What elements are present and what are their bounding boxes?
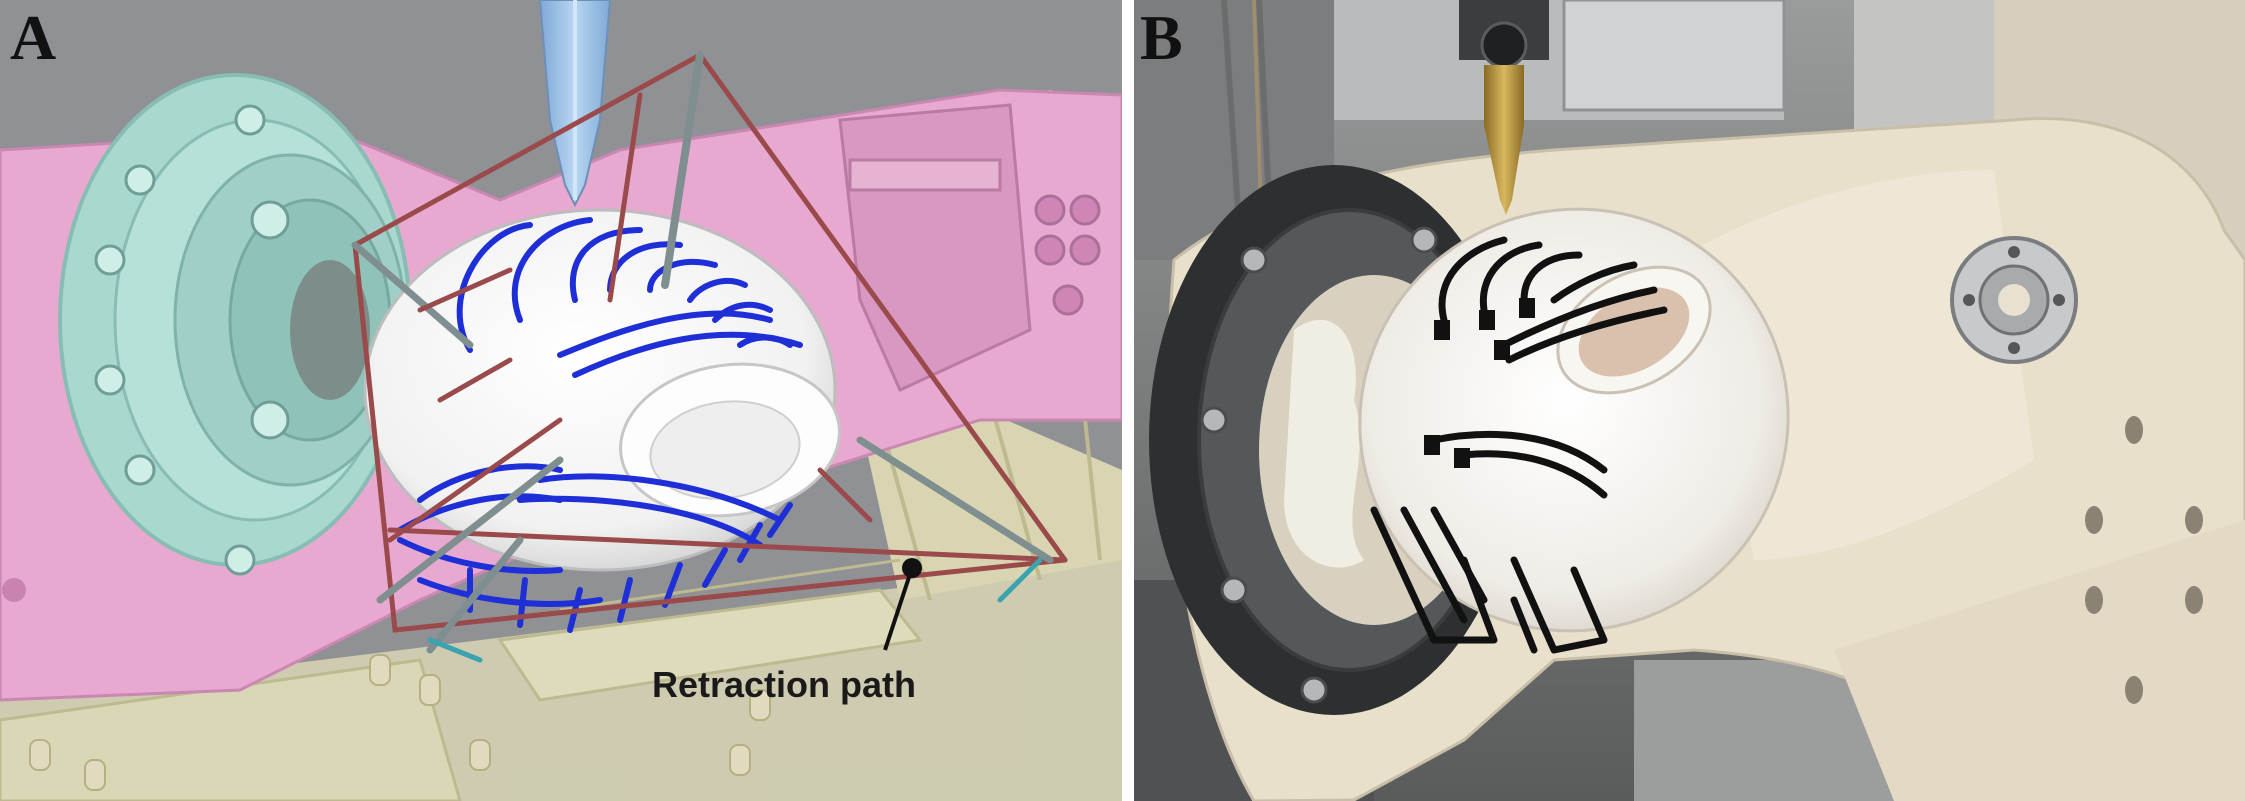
retraction-path-label: Retraction path	[652, 664, 917, 705]
printed-part-model	[363, 208, 841, 572]
retraction-path	[351, 51, 1068, 663]
photo-scene	[1134, 0, 2245, 801]
brass-nozzle	[1459, 0, 1549, 215]
nozzle	[538, 0, 612, 208]
printed-traces-photo	[1370, 236, 1668, 654]
panel-label-a: A	[10, 2, 57, 73]
panel-divider	[1122, 0, 1134, 801]
trace-tabs	[1424, 298, 1535, 468]
teal-mount	[58, 73, 412, 576]
panel-b-photograph	[1134, 0, 2245, 801]
panel-label-b: B	[1140, 2, 1183, 73]
retraction-callout-pointer	[883, 558, 922, 651]
panel-a-cad-rendering	[0, 0, 1122, 801]
cad-scene	[0, 0, 1122, 801]
